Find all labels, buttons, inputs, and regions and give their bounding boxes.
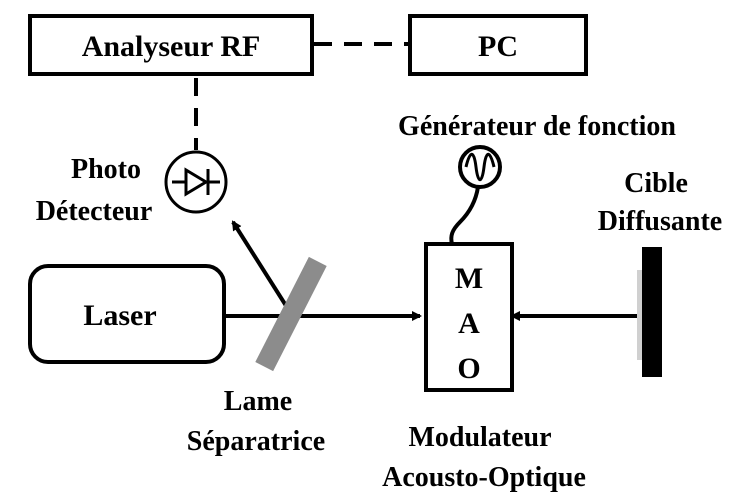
beam-splitter-to-detector	[231, 220, 292, 314]
modulator-box	[424, 242, 514, 392]
target-surface	[637, 270, 642, 360]
laser-label: Laser	[83, 299, 156, 332]
photo-label: Photo	[71, 154, 141, 185]
modulator-letter-o: O	[457, 352, 480, 385]
diode-symbol-icon	[172, 167, 220, 197]
function-generator-label: Générateur de fonction	[398, 111, 676, 142]
pc-label: PC	[478, 30, 518, 63]
beam-splitter	[255, 256, 327, 372]
rf-analyzer-label: Analyseur RF	[82, 30, 261, 63]
detector-label: Détecteur	[36, 196, 153, 227]
generator-cable	[449, 186, 480, 245]
rf-analyzer-box	[28, 14, 314, 76]
target-label: Cible	[624, 168, 688, 199]
splitter-label-line2: Séparatrice	[187, 426, 325, 457]
pc-box	[408, 14, 588, 76]
modulator-label-line2: Acousto-Optique	[382, 462, 586, 493]
diffusing-label: Diffusante	[598, 206, 722, 237]
diffusing-target	[642, 247, 662, 377]
splitter-label-line1: Lame	[224, 386, 292, 417]
sine-wave-icon	[464, 152, 496, 182]
modulator-letter-a: A	[458, 307, 480, 340]
modulator-letter-m: M	[455, 262, 483, 295]
modulator-label-line1: Modulateur	[408, 422, 551, 453]
